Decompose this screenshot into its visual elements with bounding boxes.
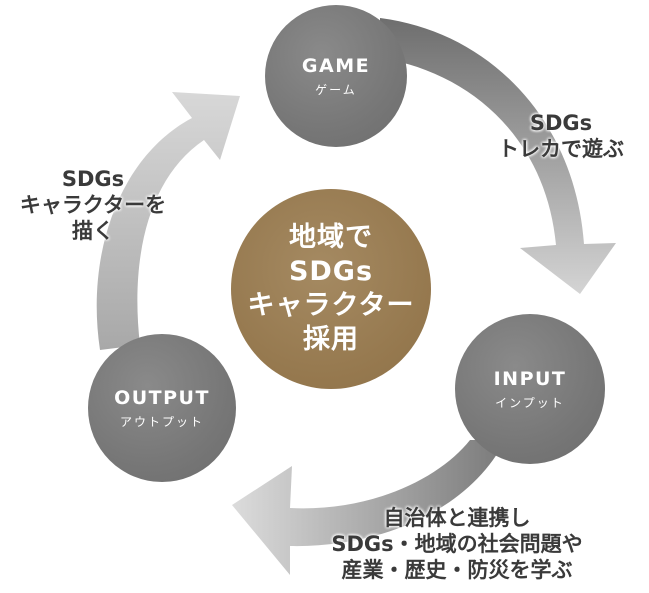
label-output-to-game-line-1: SDGs [61, 167, 125, 191]
label-output-to-game-line-3: 描く [72, 219, 114, 243]
node-input: INPUT インプット [455, 314, 605, 464]
node-output-title: OUTPUT [114, 387, 210, 409]
center-line-3: キャラクター [247, 290, 415, 321]
node-output-subtitle: アウトプット [119, 415, 204, 429]
node-output: OUTPUT アウトプット [88, 334, 236, 482]
label-input-to-output-line-2: SDGs・地域の社会問題や [331, 532, 583, 556]
center-line-4: 採用 [303, 324, 359, 355]
center-line-2: SDGs [288, 256, 374, 287]
arrow-output-to-game [96, 92, 240, 350]
node-game: GAME ゲーム [265, 5, 407, 147]
arrow-input-to-output [232, 440, 505, 575]
label-input-to-output-line-1: 自治体と連携し [383, 506, 531, 530]
node-game-title: GAME [301, 55, 371, 77]
label-game-to-input: SDGs トレカで遊ぶ [478, 110, 644, 162]
label-input-to-output-line-3: 産業・歴史・防災を学ぶ [341, 558, 573, 582]
node-input-subtitle: インプット [495, 396, 565, 410]
node-input-title: INPUT [493, 368, 567, 390]
node-game-subtitle: ゲーム [315, 83, 357, 97]
center-line-1: 地域で [289, 222, 373, 253]
label-output-to-game: SDGs キャラクターを 描く [4, 166, 182, 244]
center-circle: 地域で SDGs キャラクター 採用 [231, 189, 431, 389]
label-output-to-game-line-2: キャラクターを [19, 193, 167, 217]
label-game-to-input-line-2: トレカで遊ぶ [498, 137, 624, 161]
label-game-to-input-line-1: SDGs [529, 111, 593, 135]
arrow-game-to-input [380, 18, 616, 294]
label-input-to-output: 自治体と連携し SDGs・地域の社会問題や 産業・歴史・防災を学ぶ [282, 505, 632, 583]
